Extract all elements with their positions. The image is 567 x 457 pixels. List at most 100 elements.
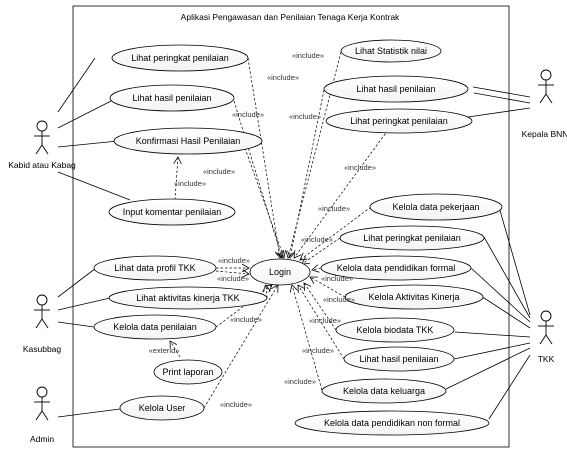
use-case-label: Kelola biodata TKK: [357, 325, 434, 335]
dependency-arrow: [244, 147, 284, 258]
use-case-ellipse: [108, 286, 268, 310]
use-case-label: Lihat peringkat penilaian: [350, 116, 448, 126]
include-label: «include»: [174, 179, 206, 188]
association-line-kepala: [467, 107, 531, 118]
association-line-kabid: [57, 171, 131, 201]
use-case-uc-print: Print laporan: [153, 359, 223, 385]
use-case-label: Input komentar penilaian: [123, 207, 222, 217]
use-case-ellipse: [93, 314, 217, 340]
include-label: «include»: [220, 400, 252, 409]
actor-label: Kepala BNN: [522, 129, 567, 139]
use-case-label: Lihat hasil penilaian: [132, 93, 211, 103]
dependency-arrow: [215, 271, 249, 274]
use-case-uc-konfirmasi: Konfirmasi Hasil Penilaian: [113, 127, 263, 155]
actor-figure-icon: [34, 386, 50, 421]
use-case-ellipse: [340, 39, 442, 63]
actor-label: Kabid atau Kabag: [8, 160, 76, 170]
dependency-lines: [170, 51, 389, 409]
actor-figure-icon: [538, 69, 554, 104]
dependency-arrow: [298, 285, 345, 360]
stereotype-labels: «include» «include» «include» «include» «inc…: [149, 51, 376, 409]
actor-tkk: TKK: [538, 310, 555, 364]
use-case-uc-lihat-hasil-3: Lihat hasil penilaian: [343, 346, 455, 372]
use-case-label: Kelola data pekerjaan: [392, 202, 479, 212]
association-line-admin: [57, 408, 121, 418]
include-label: «include»: [203, 167, 235, 176]
use-case-label: Lihat Statistik nilai: [355, 46, 427, 56]
use-case-ellipse: [119, 395, 205, 421]
association-line-kepala: [472, 86, 531, 98]
use-case-ellipse: [325, 108, 473, 134]
dependency-arrow: [170, 341, 181, 358]
association-line-tkk: [480, 295, 531, 329]
use-case-label: Login: [269, 267, 291, 277]
use-case-uc-kelola-user: Kelola User: [119, 395, 205, 421]
actor-label: TKK: [538, 354, 555, 364]
include-label: «include»: [230, 315, 262, 324]
extend-label: «extend»: [149, 346, 180, 355]
use-case-uc-statistik: Lihat Statistik nilai: [340, 39, 442, 63]
include-label: «include»: [217, 274, 249, 283]
use-case-ellipse: [109, 84, 235, 112]
use-case-uc-lihat-peringkat-3: Lihat peringkat penilaian: [339, 225, 485, 251]
use-case-uc-aktivitas-kinerja: Kelola Aktivitas Kinerja: [344, 284, 484, 310]
association-line-kabid: [57, 140, 119, 148]
use-case-uc-lihat-hasil-1: Lihat hasil penilaian: [109, 84, 235, 112]
dependency-arrow: [292, 285, 323, 391]
use-case-ellipse: [321, 378, 447, 404]
actor-kepala: Kepala BNN: [522, 69, 567, 139]
dependency-arrow: [233, 100, 282, 258]
use-case-label: Lihat hasil penilaian: [356, 84, 435, 94]
association-line-kabid: [57, 57, 96, 113]
association-line-tkk: [498, 206, 531, 316]
use-case-ellipse: [335, 317, 455, 343]
include-label: «include»: [232, 110, 264, 119]
system-title: Aplikasi Pengawasan dan Penilaian Tenaga…: [181, 12, 400, 22]
dependency-arrow: [247, 57, 280, 258]
use-case-uc-lihat-peringkat-1: Lihat peringkat penilaian: [111, 44, 249, 72]
use-case-ellipse: [113, 127, 263, 155]
include-label: «include»: [302, 346, 334, 355]
dependency-arrow: [304, 283, 337, 331]
association-line-kabid: [57, 98, 116, 129]
association-line-tkk: [483, 236, 531, 319]
include-label: «include»: [289, 112, 321, 121]
use-case-ellipse: [294, 410, 490, 436]
dependency-arrow: [294, 129, 389, 258]
include-label: «include»: [267, 73, 299, 82]
association-line-tkk: [470, 267, 531, 323]
include-label: «include»: [323, 295, 355, 304]
use-case-ellipse: [153, 359, 223, 385]
use-case-label: Lihat aktivitas kinerja TKK: [136, 293, 239, 303]
use-case-uc-profil-tkk: Lihat data profil TKK: [93, 255, 217, 281]
include-label: «include»: [318, 204, 350, 213]
use-case-uc-kelola-penilaian: Kelola data penilaian: [93, 314, 217, 340]
use-case-label: Kelola data keluarga: [343, 386, 425, 396]
use-case-ellipse: [111, 44, 249, 72]
association-line-kasubbag: [57, 267, 97, 298]
association-line-tkk: [453, 342, 531, 360]
include-label: «include»: [344, 163, 376, 172]
use-case-uc-biodata: Kelola biodata TKK: [335, 317, 455, 343]
use-case-label: Lihat peringkat penilaian: [363, 233, 461, 243]
use-case-label: Lihat hasil penilaian: [359, 354, 438, 364]
dependency-arrow: [203, 285, 278, 409]
use-case-uc-login: Login: [249, 258, 311, 286]
actor-label: Kasubbag: [23, 344, 62, 354]
dependency-arrow: [290, 89, 325, 258]
use-case-uc-lihat-peringkat-2: Lihat peringkat penilaian: [325, 108, 473, 134]
use-case-label: Lihat data profil TKK: [114, 263, 195, 273]
use-case-uc-nonformal: Kelola data pendidikan non formal: [294, 410, 490, 436]
use-case-uc-lihat-aktivitas: Lihat aktivitas kinerja TKK: [108, 286, 268, 310]
use-case-ellipse: [339, 225, 485, 251]
use-case-uc-pendidikan-formal: Kelola data pendidikan formal: [320, 255, 472, 281]
use-case-ellipse: [108, 198, 236, 226]
include-label: «include»: [309, 316, 341, 325]
system-boundary: [72, 5, 510, 448]
use-case-ellipse: [323, 75, 469, 103]
use-case-ellipse: [93, 255, 217, 281]
use-case-label: Konfirmasi Hasil Penilaian: [136, 136, 241, 146]
